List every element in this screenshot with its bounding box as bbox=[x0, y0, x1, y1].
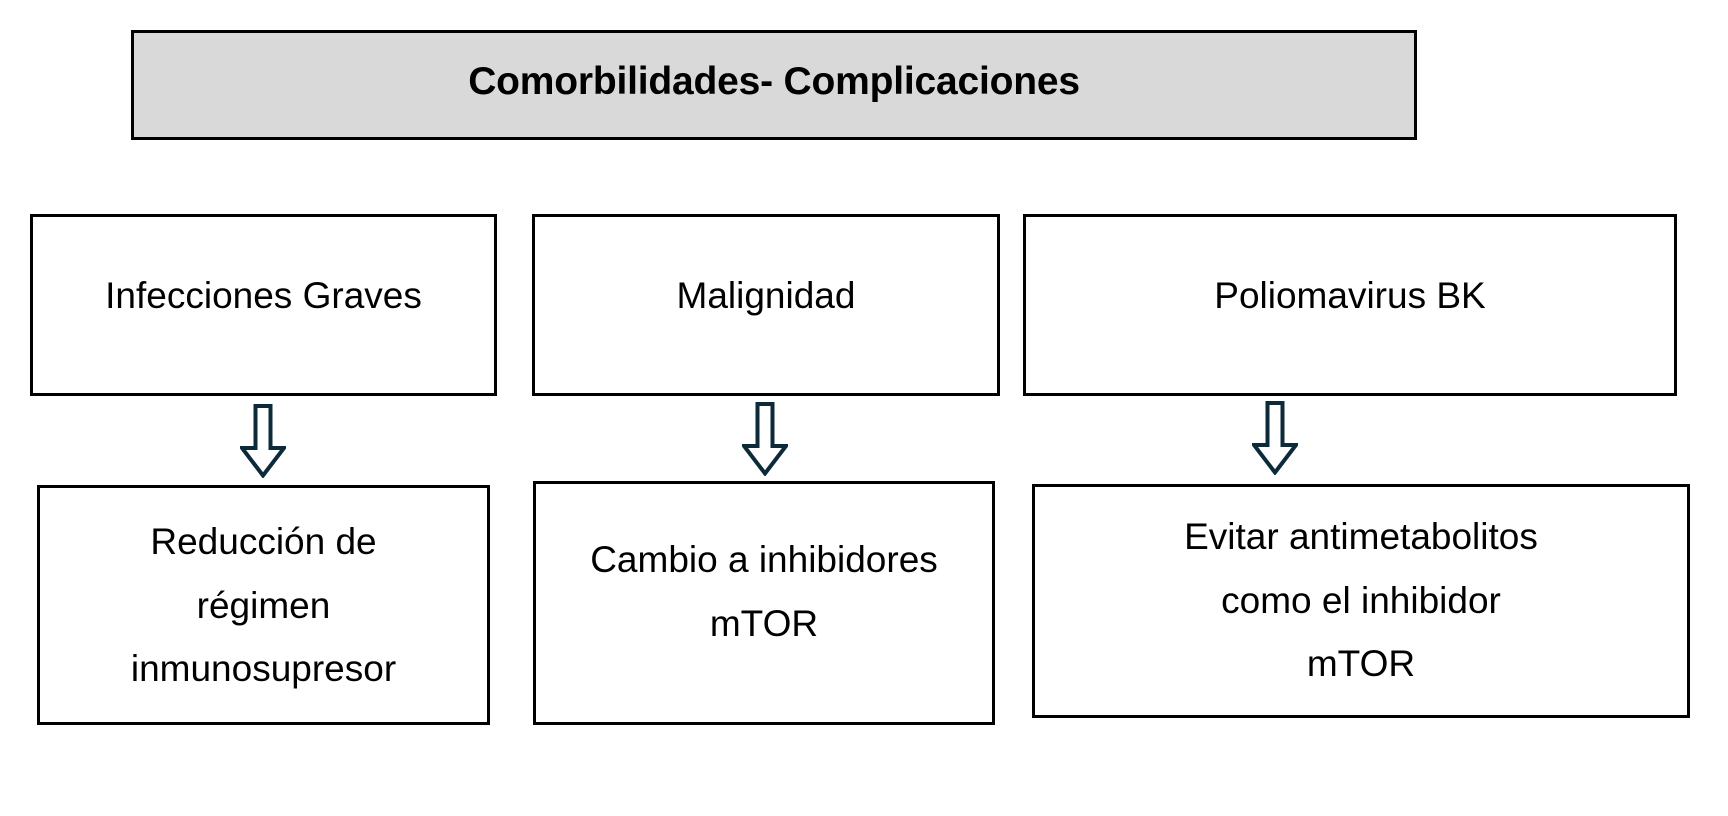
action-box-evitar-antimetabolitos: Evitar antimetabolitos como el inhibidor… bbox=[1032, 484, 1690, 718]
condition-label-infecciones-graves: Infecciones Graves bbox=[105, 275, 422, 316]
diagram-title-box: Comorbilidades- Complicaciones bbox=[131, 30, 1417, 140]
action-box-reduccion-regimen: Reducción de régimen inmunosupresor bbox=[37, 485, 490, 725]
down-arrow-icon-2 bbox=[742, 402, 788, 476]
action-box-cambio-inhibidores-mtor: Cambio a inhibidores mTOR bbox=[533, 481, 995, 725]
action-label-reduccion-regimen: Reducción de régimen inmunosupresor bbox=[130, 521, 397, 690]
condition-box-malignidad: Malignidad bbox=[532, 214, 1000, 396]
down-arrow-icon-3 bbox=[1252, 401, 1298, 475]
action-label-evitar-antimetabolitos: Evitar antimetabolitos como el inhibidor… bbox=[1184, 516, 1538, 685]
condition-label-poliomavirus-bk: Poliomavirus BK bbox=[1214, 275, 1486, 316]
diagram-title-text: Comorbilidades- Complicaciones bbox=[468, 59, 1080, 103]
condition-label-malignidad: Malignidad bbox=[676, 275, 856, 316]
condition-box-infecciones-graves: Infecciones Graves bbox=[30, 214, 497, 396]
condition-box-poliomavirus-bk: Poliomavirus BK bbox=[1023, 214, 1677, 396]
action-label-cambio-inhibidores-mtor: Cambio a inhibidores mTOR bbox=[590, 539, 938, 644]
down-arrow-icon-1 bbox=[240, 404, 286, 478]
